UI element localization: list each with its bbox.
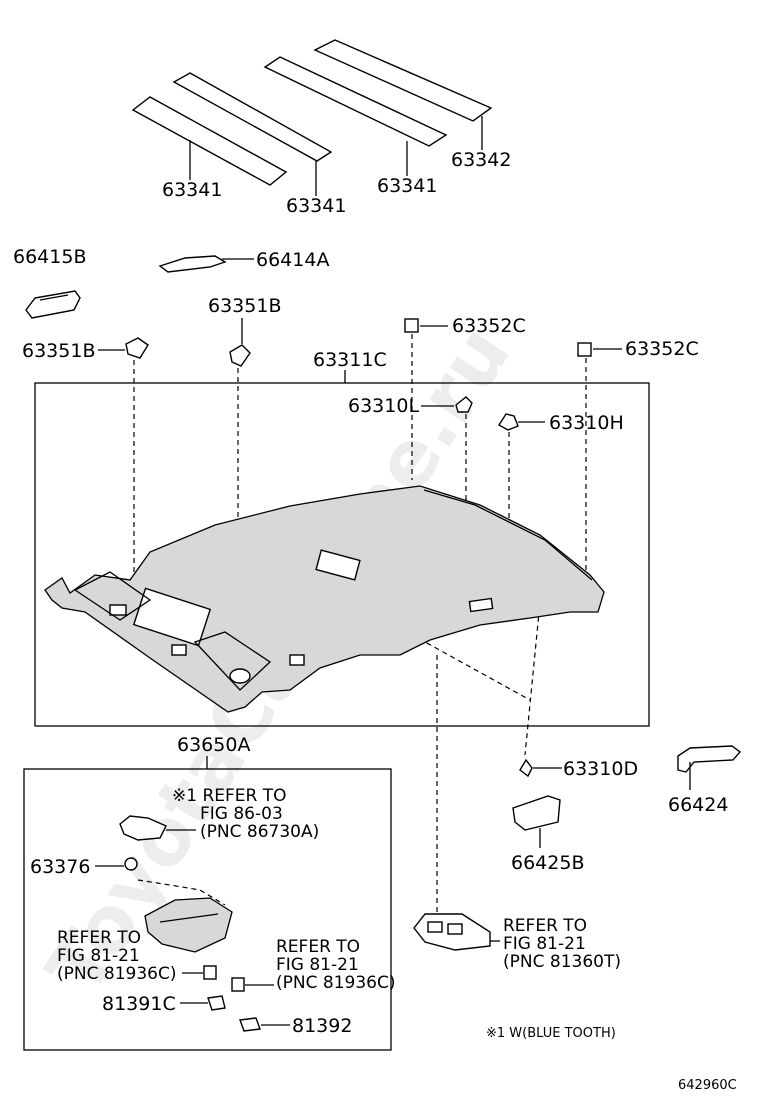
- label-63310D: 63310D: [563, 758, 638, 780]
- holder-66415B[interactable]: [25, 290, 81, 319]
- pad-63341-right[interactable]: [263, 56, 448, 176]
- label-63341-middle: 63341: [286, 195, 346, 217]
- lens-81392[interactable]: [239, 1017, 261, 1032]
- diagram-code: 642960C: [678, 1078, 737, 1093]
- bracket-66424[interactable]: [677, 745, 742, 790]
- headliner-63311C[interactable]: [44, 485, 605, 713]
- label-81391C: 81391C: [102, 993, 176, 1015]
- ref-81936C-left-line3: (PNC 81936C): [57, 964, 176, 984]
- label-66425B: 66425B: [511, 852, 584, 874]
- label-63376: 63376: [30, 856, 90, 878]
- label-63341-right: 63341: [377, 175, 437, 197]
- ref-86730A-line1: ※1 REFER TO: [172, 786, 287, 806]
- label-66424: 66424: [668, 794, 728, 816]
- lamp-assembly-frame: [23, 768, 392, 1051]
- ref-81360T-line2: FIG 81-21: [503, 934, 586, 954]
- ref-86730A-line2: FIG 86-03: [200, 804, 283, 824]
- bluetooth-mic-86730A[interactable]: [119, 815, 196, 841]
- label-63351B-left: 63351B: [22, 340, 95, 362]
- clip-63310D[interactable]: [519, 758, 533, 778]
- label-63650A: 63650A: [177, 734, 250, 756]
- lens-81391C[interactable]: [207, 995, 226, 1011]
- ref-86730A: ※1 REFER TO FIG 86-03 (PNC 86730A): [172, 786, 319, 842]
- holder-66414A[interactable]: [158, 255, 254, 273]
- label-66415B: 66415B: [13, 246, 86, 268]
- clip-63351B-left[interactable]: [125, 337, 149, 359]
- label-63342: 63342: [451, 149, 511, 171]
- label-66414A: 66414A: [256, 249, 329, 271]
- clip-63376[interactable]: [124, 857, 138, 871]
- ref-81936C-right-line2: FIG 81-21: [276, 955, 359, 975]
- ref-81936C-left-line2: FIG 81-21: [57, 946, 140, 966]
- label-81392: 81392: [292, 1015, 352, 1037]
- pad-63342[interactable]: [313, 39, 493, 150]
- ref-81936C-left-line1: REFER TO: [57, 928, 141, 948]
- ref-81936C-right-line1: REFER TO: [276, 937, 360, 957]
- map-lamp-81360T[interactable]: [413, 913, 500, 951]
- clip-63310L[interactable]: [455, 396, 473, 413]
- ref-81360T-line1: REFER TO: [503, 916, 587, 936]
- clip-63352C-right[interactable]: [577, 342, 592, 357]
- bulb-81936C-left[interactable]: [182, 965, 217, 980]
- ref-86730A-line3: (PNC 86730A): [200, 822, 319, 842]
- pad-63341-left[interactable]: [131, 96, 288, 186]
- bulb-81936C-right[interactable]: [231, 977, 274, 992]
- label-63351B-top: 63351B: [208, 295, 281, 317]
- ref-81360T: REFER TO FIG 81-21 (PNC 81360T): [503, 916, 621, 972]
- ref-81936C-right: REFER TO FIG 81-21 (PNC 81936C): [276, 937, 395, 993]
- label-63352C-top: 63352C: [452, 315, 526, 337]
- clip-63352C-top[interactable]: [404, 318, 419, 333]
- label-63310L: 63310L: [348, 395, 419, 417]
- label-63352C-right: 63352C: [625, 338, 699, 360]
- label-63311C: 63311C: [313, 349, 387, 371]
- pad-63341-middle[interactable]: [172, 72, 333, 196]
- ref-81360T-line3: (PNC 81360T): [503, 952, 621, 972]
- clip-63310H[interactable]: [498, 413, 519, 431]
- footnote-bluetooth: ※1 W(BLUE TOOTH): [486, 1026, 616, 1041]
- clip-63351B-center[interactable]: [229, 344, 251, 367]
- room-lamp-housing[interactable]: [144, 897, 233, 953]
- ref-81936C-right-line3: (PNC 81936C): [276, 973, 395, 993]
- headliner-frame: [34, 382, 650, 727]
- label-63341-left: 63341: [162, 179, 222, 201]
- ref-81936C-left: REFER TO FIG 81-21 (PNC 81936C): [57, 928, 176, 984]
- bracket-66425B[interactable]: [512, 795, 561, 848]
